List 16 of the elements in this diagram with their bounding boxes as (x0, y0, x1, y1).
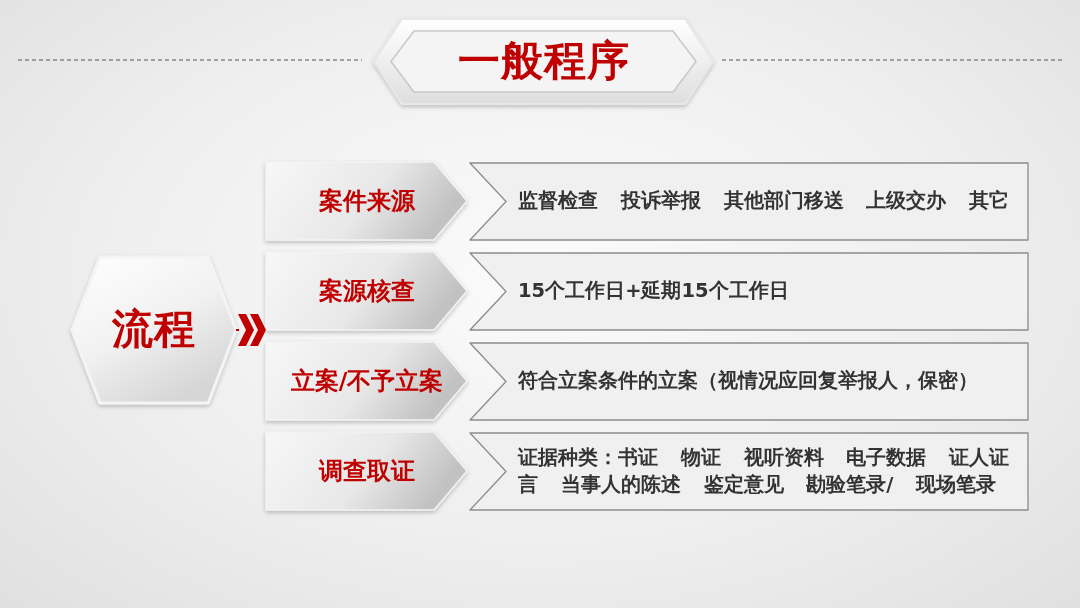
description-text: 符合立案条件的立案（视情况应回复举报人，保密） (518, 368, 979, 395)
arrow-step (266, 432, 468, 510)
description-text: 15个工作日+延期15个工作日 (518, 278, 790, 305)
step-label: 调查取证 (317, 455, 416, 487)
notched-box (469, 163, 1028, 240)
description-text: 证据种类：书证 物证 视听资料 电子数据 证人证言 当事人的陈述 鉴定意见 勘验笔录/ 现场笔录 (518, 445, 1011, 498)
hexagon-node (72, 257, 236, 403)
notched-box (469, 343, 1028, 420)
step-label: 立案/不予立案 (289, 365, 445, 397)
step-label: 案件来源 (318, 185, 416, 217)
notched-box (469, 433, 1028, 510)
notched-box (469, 253, 1028, 330)
step-label: 案源核查 (318, 275, 416, 307)
description-text: 监督检查 投诉举报 其他部门移送 上级交办 其它 (518, 188, 1011, 215)
node-label: 流程 (112, 304, 196, 356)
title: 一般程序 (457, 36, 630, 87)
